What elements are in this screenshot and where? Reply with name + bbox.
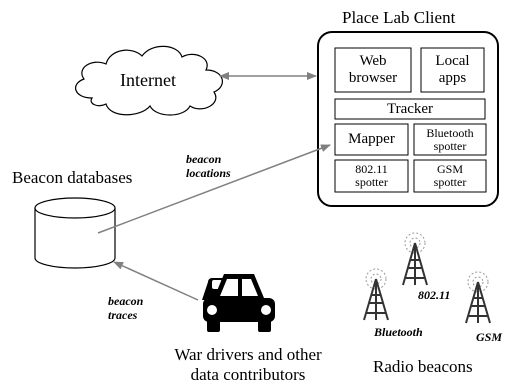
web-browser-box (334, 47, 412, 93)
wifi-spotter-label: 802.11 spotter (335, 163, 408, 189)
bluetooth-spotter-label-line2: spotter (433, 139, 467, 153)
gsm-spotter-box (413, 159, 487, 193)
mapper-box (334, 123, 409, 156)
beacon-traces-label-line1: beacon (108, 294, 144, 308)
beacon-traces-label: beacon traces (108, 294, 143, 322)
local-apps-box (420, 47, 485, 93)
car-icon (202, 274, 275, 332)
bluetooth-beacon-label: Bluetooth (374, 325, 423, 339)
mapper-label: Mapper (348, 131, 395, 147)
wifi-spotter-label-line1: 802.11 (355, 162, 388, 176)
wifi-spotter-box (334, 159, 409, 193)
contributors-label: War drivers and other data contributors (150, 345, 346, 385)
beacon-locations-label: beacon locations (186, 152, 231, 180)
internet-label: Internet (120, 70, 176, 90)
beacon-locations-label-line1: beacon (186, 152, 222, 166)
tracker-box (334, 98, 486, 120)
radio-tower-bluetooth-icon (363, 268, 389, 321)
contributors-label-line2: data contributors (190, 365, 306, 384)
wifi-spotter-label-line2: spotter (355, 175, 388, 189)
beacon-databases-label: Beacon databases (12, 168, 133, 187)
radio-beacons-label: Radio beacons (373, 357, 473, 376)
tracker-label: Tracker (386, 101, 434, 117)
locations-arrow (97, 144, 331, 234)
bluetooth-spotter-box (413, 123, 487, 156)
local-apps-label-line1: Local (435, 53, 470, 69)
web-browser-label: Web browser (335, 53, 411, 87)
web-browser-label-line2: browser (348, 70, 398, 86)
traces-arrow (113, 261, 199, 301)
bluetooth-spotter-label: Bluetooth spotter (414, 127, 486, 153)
radio-tower-gsm-icon (465, 271, 491, 324)
internet-cloud-shape (75, 45, 223, 116)
beacon-traces-label-line2: traces (108, 308, 138, 322)
web-browser-label-line1: Web (359, 53, 387, 69)
contributors-label-line1: War drivers and other (174, 345, 322, 364)
radio-tower-wifi-icon (402, 232, 428, 286)
client-title: Place Lab Client (342, 8, 456, 27)
local-apps-label: Local apps (421, 53, 484, 87)
beacon-locations-label-line2: locations (186, 166, 231, 180)
wifi-beacon-label: 802.11 (418, 288, 451, 302)
beacon-database-cylinder (34, 197, 116, 269)
bluetooth-spotter-label-line1: Bluetooth (426, 126, 474, 140)
local-apps-label-line2: apps (438, 70, 467, 86)
gsm-spotter-label-line1: GSM (436, 162, 463, 176)
gsm-beacon-label: GSM (476, 330, 503, 344)
gsm-spotter-label: GSM spotter (414, 163, 486, 189)
gsm-spotter-label-line2: spotter (433, 175, 467, 189)
